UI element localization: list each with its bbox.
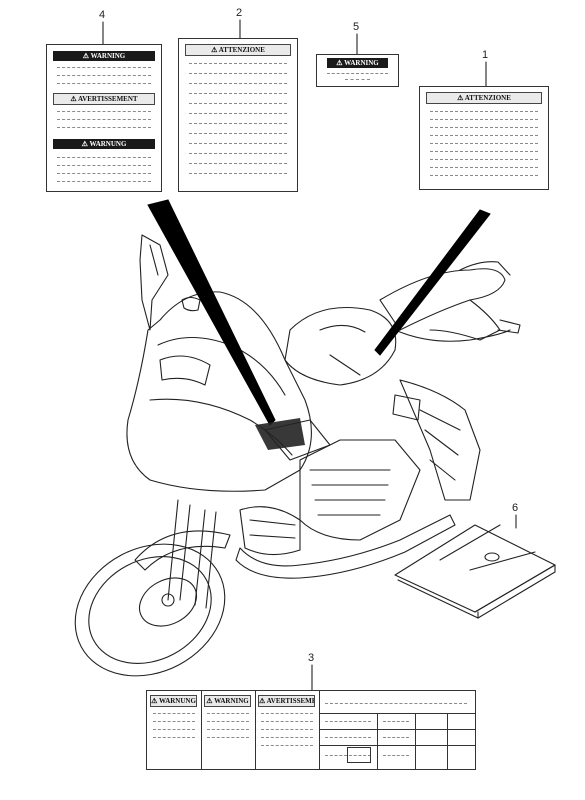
label3-header-warnung: ⚠ WARNUNG [150,695,197,707]
owner-booklet [394,524,556,619]
label4-header-warnung: ⚠ WARNUNG [53,139,155,149]
label4-header-avertissement: ⚠ AVERTISSEMENT [53,93,155,105]
fairing-label-area [255,418,305,450]
fuel-tank [284,307,397,386]
warning-label-2: ⚠ ATTENZIONE [178,38,298,192]
label5-header: ⚠ WARNING [327,58,388,68]
windscreen [139,234,169,331]
label4-header-warning: ⚠ WARNING [53,51,155,61]
warning-label-3: ⚠ WARNUNG ⚠ WARNING ⚠ AVERTISSEMENT [146,690,476,770]
label1-header: ⚠ ATTENZIONE [426,92,542,104]
mirror [181,296,201,312]
callout-3: 3 [308,652,315,664]
front-wheel [74,543,226,677]
callout-6: 6 [512,502,519,514]
callout-5: 5 [353,21,360,33]
rear-frame [392,379,481,501]
exhaust [235,514,456,579]
pointer-wedge-right [374,209,491,356]
front-fork [134,499,231,609]
pointer-wedge-left [147,199,276,426]
label3-header-avertissement: ⚠ AVERTISSEMENT [258,695,315,707]
label2-header: ⚠ ATTENZIONE [185,44,291,56]
engine [239,439,421,556]
label3-header-warning: ⚠ WARNING [204,695,251,707]
callout-2: 2 [236,7,243,19]
warning-label-1: ⚠ ATTENZIONE [419,86,549,190]
warning-label-5: ⚠ WARNING [316,54,399,87]
callout-4: 4 [99,9,106,21]
callout-1: 1 [482,49,489,61]
seat-tail [379,261,521,342]
warning-label-4: ⚠ WARNING ⚠ AVERTISSEMENT ⚠ WARNUNG [46,44,162,192]
